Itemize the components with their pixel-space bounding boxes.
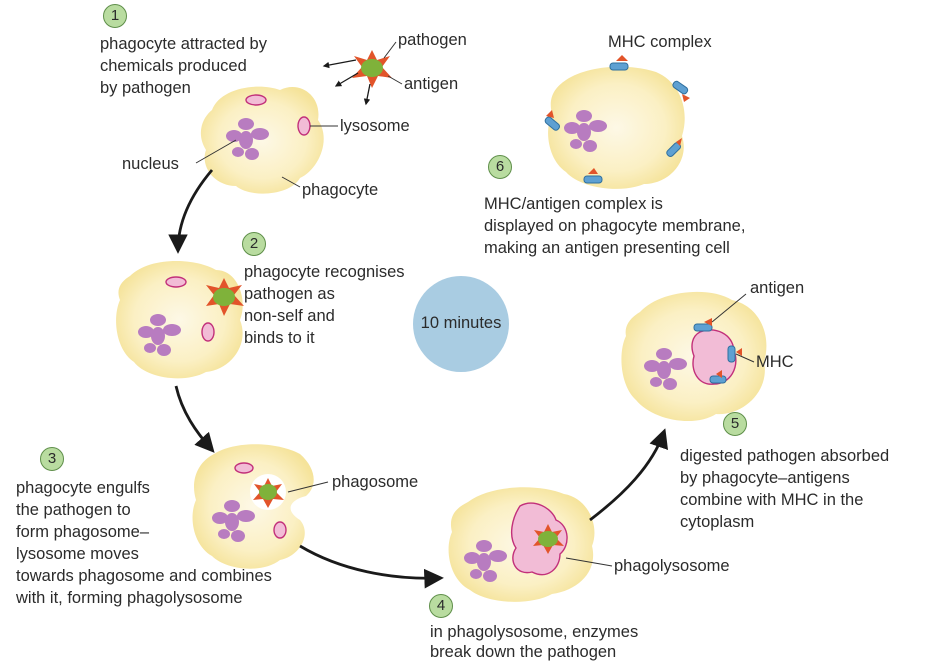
step-2-line-2: pathogen as (244, 285, 335, 303)
mhc-6-b (672, 80, 689, 95)
leader-nucleus (195, 139, 237, 164)
step-2-line-1: phagocyte recognises (244, 263, 405, 281)
step-1-line-2: chemicals produced (100, 57, 247, 75)
chemical-arrow-1 (322, 59, 357, 69)
arrow-step-4-to-5 (589, 428, 669, 522)
step-5-line-4: cytoplasm (680, 513, 755, 531)
cell-5-vesicle (691, 329, 737, 385)
pathogen-2-body (213, 288, 235, 306)
antigen-6-a (616, 55, 628, 61)
pathogen-3-body (259, 484, 277, 500)
step-2-line-4: binds to it (244, 329, 315, 347)
step-4-line-1: in phagolysosome, enzymes (430, 623, 639, 641)
label-phagolysosome: phagolysosome (614, 557, 730, 575)
cell-2-lysosome-a (165, 276, 187, 288)
arrow-step-3-to-4 (299, 544, 444, 589)
step-6-line-2: displayed on phagocyte membrane, (484, 217, 746, 235)
cell-5-mhc-top (693, 323, 713, 332)
cell-3-membrane (192, 444, 314, 569)
cell-5-mhc-bottom (709, 375, 727, 384)
leader-pathogen (383, 41, 397, 59)
label-nucleus: nucleus (122, 155, 179, 173)
label-antigen-5: antigen (750, 279, 805, 297)
label-pathogen: pathogen (398, 31, 467, 49)
leader-phagolysosome (565, 557, 613, 567)
mhc-6-e (583, 175, 603, 184)
step-3-line-6: with it, forming phagolysosome (16, 589, 243, 607)
cell-6-antigen-presenting-cell (544, 55, 690, 189)
step-3-line-5: towards phagosome and combines (16, 567, 272, 585)
cell-5-antigen-top (704, 318, 712, 326)
cell-1-phagocyte (200, 86, 324, 194)
step-2-badge: 2 (242, 232, 266, 256)
label-antigen-1: antigen (404, 75, 459, 93)
step-3-line-2: the pathogen to (16, 501, 131, 519)
leader-antigen-5 (711, 293, 747, 323)
cell-3-lysosome-a (234, 462, 254, 474)
step-6-line-3: making an antigen presenting cell (484, 239, 730, 257)
step-4-line-2: break down the pathogen (430, 643, 617, 661)
step-6-badge: 6 (488, 155, 512, 179)
step-3-line-3: form phagosome– (16, 523, 149, 541)
label-phagosome: phagosome (332, 473, 419, 491)
arrow-step-1-to-2 (168, 169, 214, 254)
cell-5-phagocyte (621, 291, 767, 422)
step-1-line-1: phagocyte attracted by (100, 35, 267, 53)
cell-1-membrane (200, 86, 324, 194)
cell-1-lysosome-b (297, 116, 311, 136)
cell-3-lysosome-b (273, 521, 287, 539)
step-3-badge: 3 (40, 447, 64, 471)
step-6-line-1: MHC/antigen complex is (484, 195, 663, 213)
leader-mhc-5 (735, 353, 755, 363)
antigen-6-d (676, 138, 682, 146)
antigen-6-c (546, 110, 554, 118)
label-mhc-complex: MHC complex (608, 33, 712, 51)
cell-2-phagocyte (116, 260, 244, 379)
step-5-line-1: digested pathogen absorbed (680, 447, 890, 465)
label-phagocyte: phagocyte (302, 181, 379, 199)
cell-5-antigen-bottom (716, 370, 722, 378)
cell-2-lysosome-b (201, 322, 215, 342)
step-5-line-2: by phagocyte–antigens (680, 469, 850, 487)
step-1-line-3: by pathogen (100, 79, 191, 97)
cell-5-antigen-right (736, 348, 742, 356)
leader-antigen (387, 75, 403, 85)
cell-5-mhc-right (727, 345, 736, 363)
step-3-line-1: phagocyte engulfs (16, 479, 150, 497)
mhc-6-a (609, 62, 629, 71)
pathogen-1 (322, 50, 392, 106)
pathogen-4-body (538, 531, 558, 547)
cell-4-phagocyte (448, 487, 595, 602)
step-2-line-3: non-self and (244, 307, 335, 325)
label-lysosome: lysosome (340, 117, 410, 135)
leader-phagocyte (281, 176, 301, 188)
timer-label: 10 minutes (420, 314, 502, 332)
step-3-line-4: lysosome moves (16, 545, 139, 563)
step-5-line-3: combine with MHC in the (680, 491, 864, 509)
step-4-badge: 4 (429, 594, 453, 618)
arrow-step-2-to-3 (174, 385, 215, 453)
chemical-arrow-3 (363, 83, 371, 106)
cell-3-phagocyte (192, 444, 314, 569)
cell-6-membrane (548, 66, 685, 189)
leader-phagosome (287, 481, 329, 493)
cell-1-lysosome-a (245, 94, 267, 106)
pathogen-1-body (361, 59, 383, 77)
step-5-badge: 5 (723, 412, 747, 436)
antigen-6-e (588, 168, 598, 174)
antigen-6-b (682, 94, 690, 102)
timer-circle (413, 276, 509, 372)
step-1-badge: 1 (103, 4, 127, 28)
mhc-6-c (544, 116, 560, 131)
chemical-arrow-2 (334, 72, 359, 87)
label-mhc-5: MHC (756, 353, 794, 371)
